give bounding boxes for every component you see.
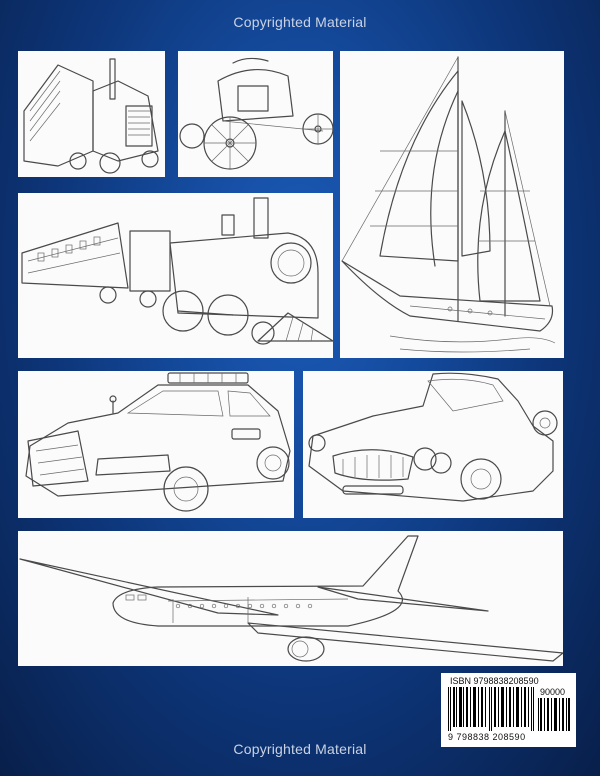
airliner-illustration <box>19 535 563 662</box>
price-code: 90000 <box>540 687 566 697</box>
watermark-top: Copyrighted Material <box>233 14 367 30</box>
isbn-label: ISBN 9798838208590 <box>450 676 539 686</box>
police-car-illustration <box>25 372 291 512</box>
isbn-digits: 9 798838 208590 <box>448 732 526 742</box>
steam-locomotive-illustration <box>21 197 333 345</box>
coloring-panel-semi-truck <box>18 51 165 177</box>
isbn-barcode: ISBN 9798838208590 90000 <box>441 673 576 747</box>
classic-convertible-illustration <box>308 372 558 502</box>
coloring-panel-steam-locomotive <box>18 193 333 358</box>
coloring-panel-classic-convertible <box>303 371 563 518</box>
coloring-panel-police-car <box>18 371 294 518</box>
barcode-bars-addon <box>538 698 570 731</box>
tall-ship-illustration <box>341 56 556 353</box>
watermark-bottom: Copyrighted Material <box>233 741 367 757</box>
barcode-bars-main <box>448 687 534 731</box>
semi-truck-illustration <box>23 58 159 174</box>
coloring-panel-airliner <box>18 531 563 666</box>
horse-carriage-illustration <box>179 57 333 170</box>
coloring-panel-horse-carriage <box>178 51 333 177</box>
coloring-panel-tall-ship <box>340 51 564 358</box>
